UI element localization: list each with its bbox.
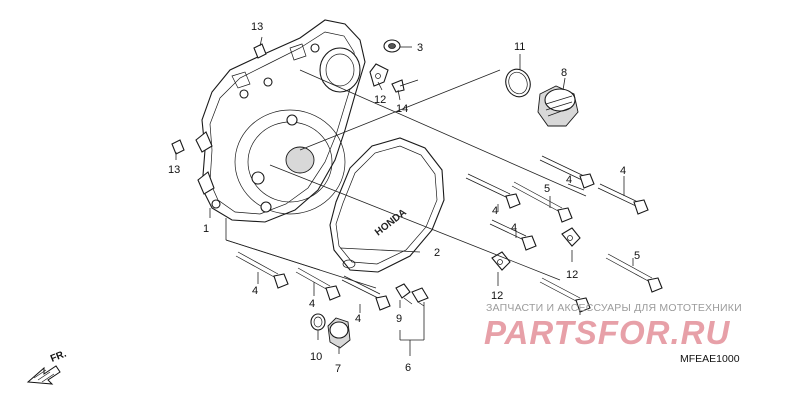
callout-4-center: 4 xyxy=(309,298,315,310)
callout-14: 14 xyxy=(396,103,408,115)
callout-numbers: 13 3 11 8 12 14 13 1 4 5 4 4 4 2 5 12 12… xyxy=(168,21,640,375)
callout-2: 2 xyxy=(434,247,440,259)
leader-lines xyxy=(175,36,634,356)
plug-7 xyxy=(327,317,351,349)
callout-4-left: 4 xyxy=(252,285,258,297)
front-direction-arrow: FR. xyxy=(26,348,68,385)
callout-4-lower: 4 xyxy=(355,313,361,325)
dowel-pin-13-left xyxy=(171,139,185,155)
diagram-code: MFEAE1000 xyxy=(680,353,740,365)
honda-outer-cover: HONDA xyxy=(329,137,445,273)
callout-12-top: 12 xyxy=(374,94,386,106)
callout-5-upper: 5 xyxy=(544,183,550,195)
callout-13-left: 13 xyxy=(168,164,180,176)
oil-filler-cap xyxy=(537,85,579,127)
callout-12-lower: 12 xyxy=(491,290,503,302)
callout-3: 3 xyxy=(417,42,423,54)
clamp-12-lower xyxy=(491,251,511,271)
callout-7: 7 xyxy=(335,363,341,375)
direction-label: FR. xyxy=(49,348,68,364)
callout-11: 11 xyxy=(514,41,525,53)
callout-12-right: 12 xyxy=(566,269,578,281)
callout-5-lower: 5 xyxy=(634,250,640,262)
grommet-3 xyxy=(383,39,401,53)
callout-4-upper: 4 xyxy=(566,174,572,186)
bolts xyxy=(235,155,663,313)
left-crankcase-cover xyxy=(195,19,366,223)
washer-10 xyxy=(310,313,326,331)
callout-4-far-right: 4 xyxy=(620,165,626,177)
callout-4-small: 4 xyxy=(511,222,517,234)
dowel-pin-13-top xyxy=(253,43,267,59)
clamp-12-right xyxy=(561,227,581,247)
callout-1: 1 xyxy=(203,223,209,235)
clamp-12-top xyxy=(369,63,389,87)
callout-6: 6 xyxy=(405,362,411,374)
callout-9: 9 xyxy=(396,313,402,325)
bolt-14 xyxy=(391,79,419,93)
watermark-logo: PARTSFOR.RU xyxy=(484,314,731,351)
callout-8: 8 xyxy=(561,67,567,79)
callout-13-top: 13 xyxy=(251,21,263,33)
watermark-caption: ЗАПЧАСТИ И АКСЕССУАРЫ ДЛЯ МОТОТЕХНИКИ xyxy=(486,302,742,314)
o-ring-11 xyxy=(505,68,531,98)
callout-10: 10 xyxy=(310,351,322,363)
callout-4-mid: 4 xyxy=(492,205,498,217)
